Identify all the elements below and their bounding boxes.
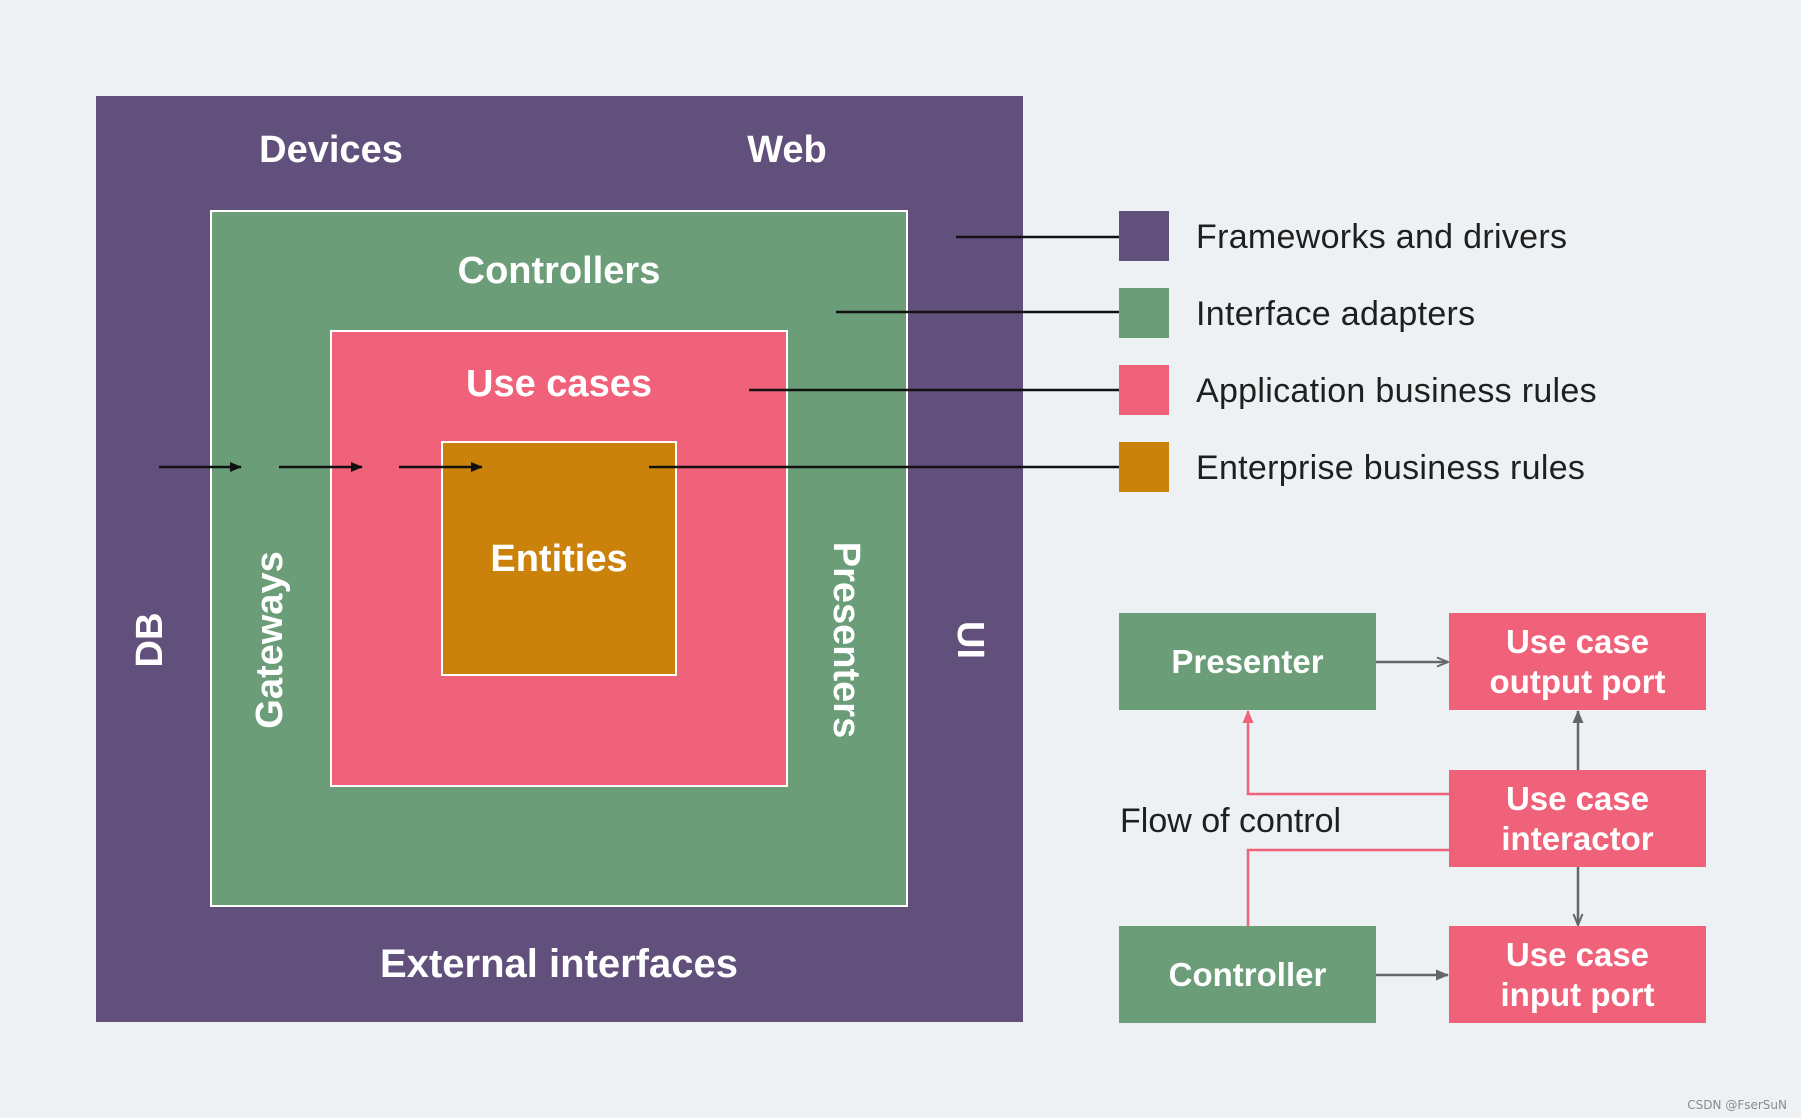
controllers-label: Controllers [457,250,661,292]
entities-label: Entities [490,538,628,580]
legend-label-use-cases: Application business rules [1196,372,1597,410]
flow-control-interactor-to-presenter [1242,710,1449,796]
presenter-box: Presenter [1119,613,1376,710]
legend-swatch-use-cases [1119,365,1169,415]
use-cases-label: Use cases [466,363,652,405]
controller-label: Controller [1168,955,1327,993]
watermark: CSDN @FserSuN [1687,1098,1787,1112]
web-label: Web [747,129,827,171]
use-case-output-port-box: Use case output port [1449,613,1706,710]
legend-label-adapters: Interface adapters [1196,295,1476,333]
devices-label: Devices [259,129,403,171]
legend-swatch-entities [1119,442,1169,492]
entities-layer [441,441,677,676]
use-case-output-port-label: Use case output port [1489,622,1666,700]
use-case-input-port-label: Use case input port [1500,935,1655,1013]
controller-box: Controller [1119,926,1376,1023]
external-interfaces-label: External interfaces [380,942,738,986]
flow-of-control-label: Flow of control [1120,802,1342,840]
legend-label-frameworks: Frameworks and drivers [1196,218,1568,256]
legend-swatch-adapters [1119,288,1169,338]
use-case-interactor-label: Use case interactor [1501,779,1654,857]
presenter-label: Presenter [1171,642,1324,680]
legend-label-entities: Enterprise business rules [1196,449,1586,487]
flow-control-controller-to-interactor [1246,848,1449,926]
use-case-interactor-box: Use case interactor [1449,770,1706,867]
use-case-input-port-box: Use case input port [1449,926,1706,1023]
legend-swatch-frameworks [1119,211,1169,261]
